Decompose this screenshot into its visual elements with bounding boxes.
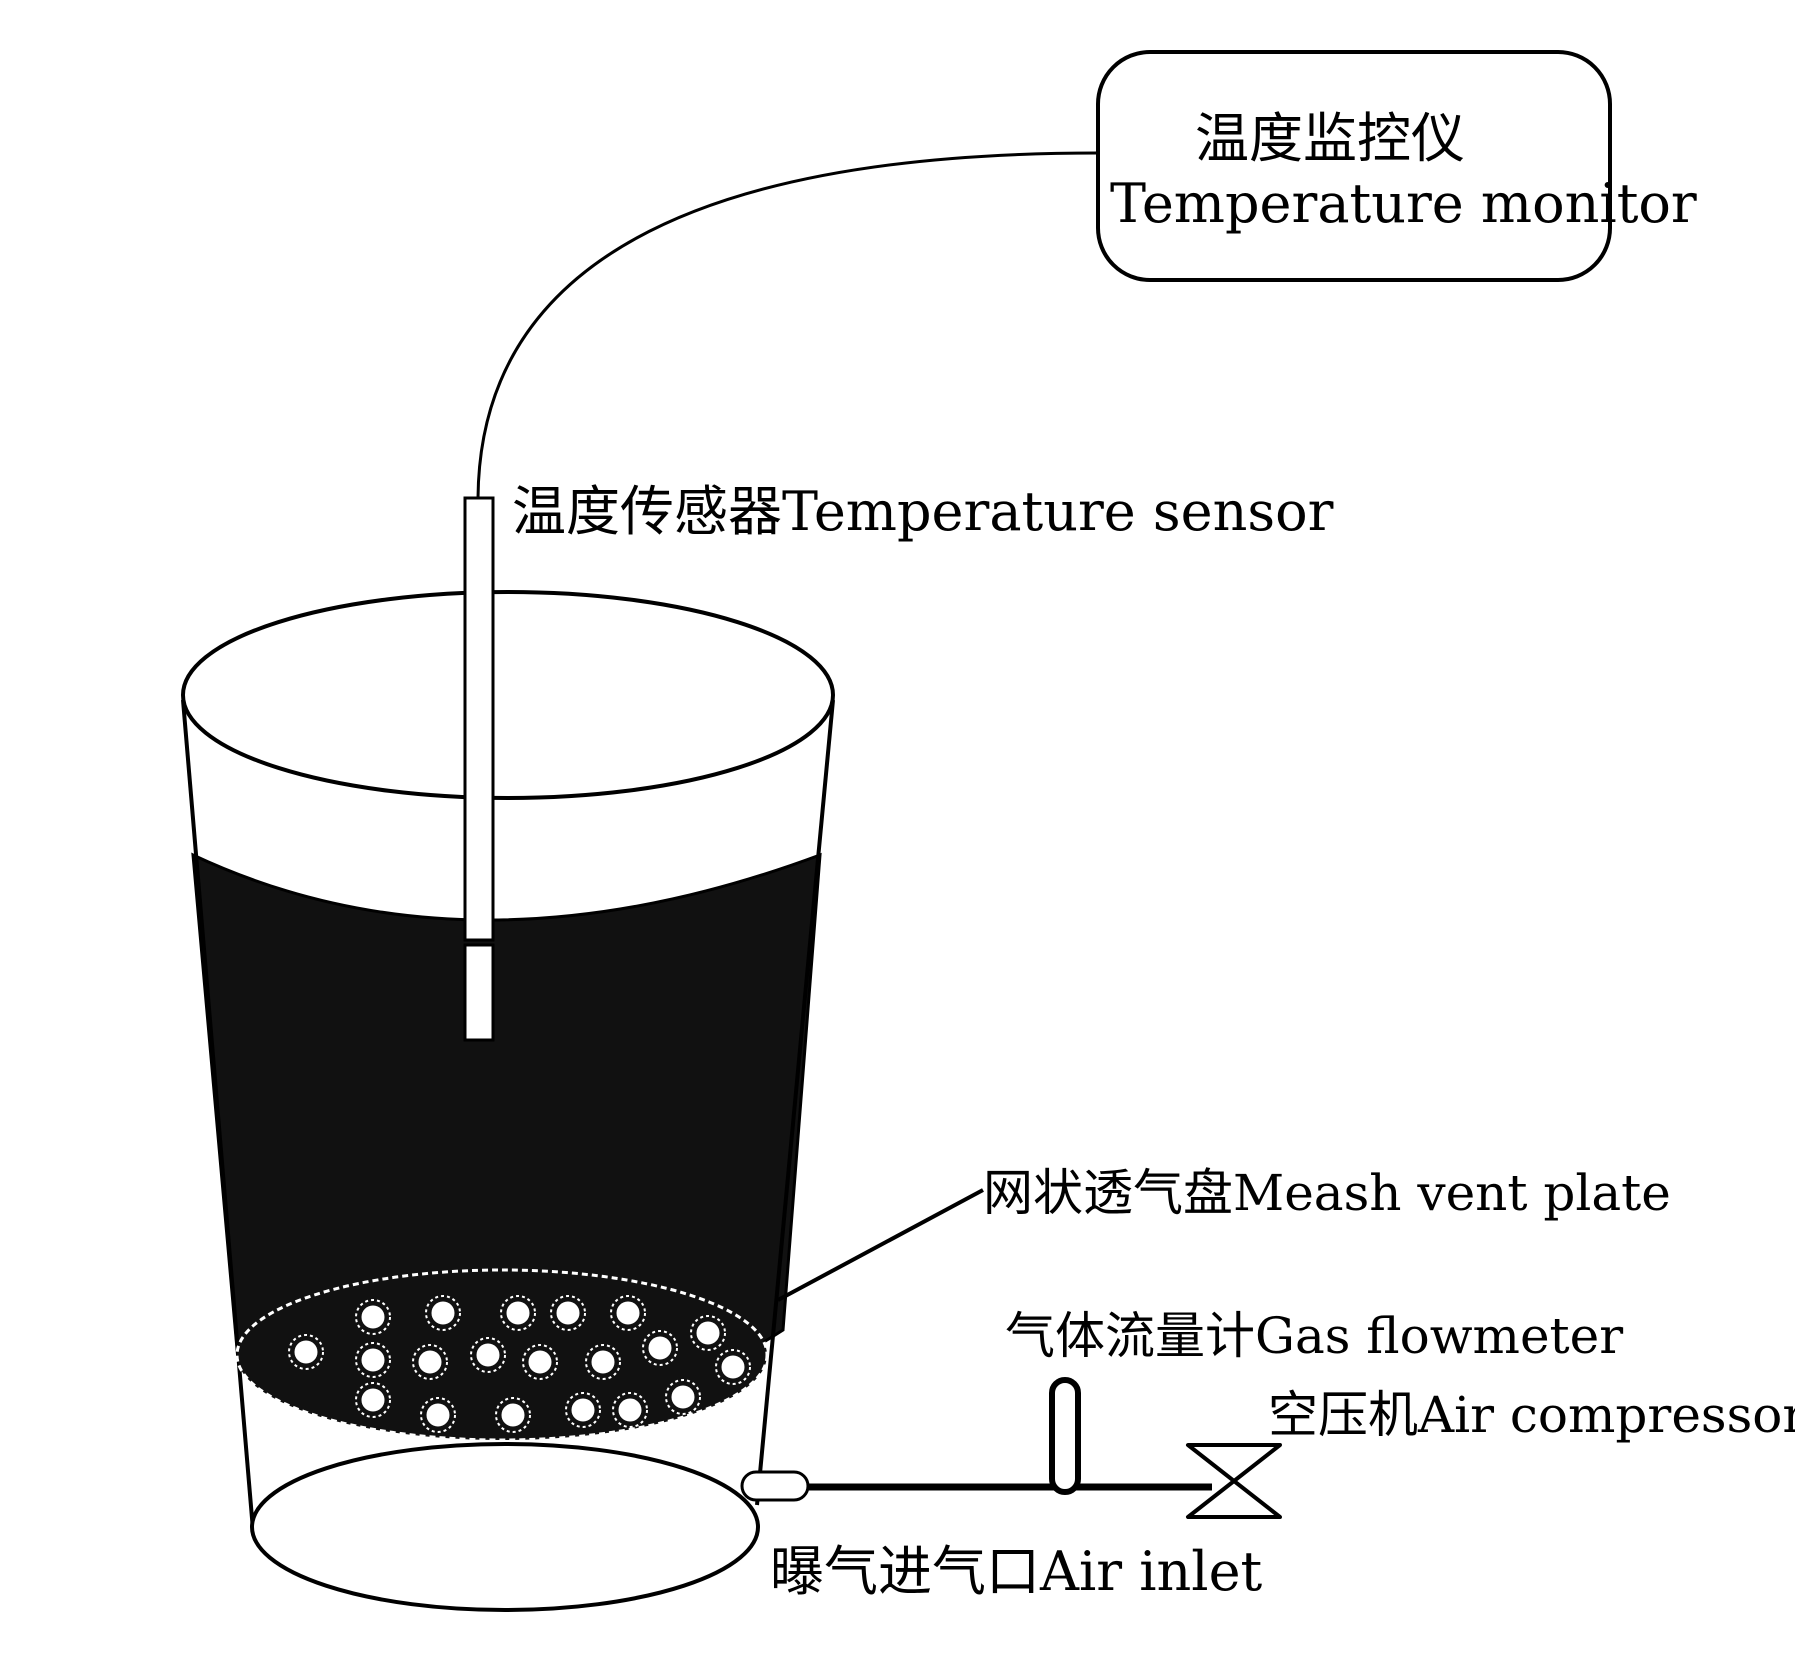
vent-hole [358,1302,388,1332]
flowmeter-label: 气体流量计Gas flowmeter [1005,1307,1623,1365]
sensor-cable [476,151,1099,499]
vent-hole [498,1400,528,1430]
vent-hole-ring [642,1330,678,1366]
vent-hole [503,1298,533,1328]
vent-hole-ring [470,1337,506,1373]
vent-plate-label: 网状透气盘Meash vent plate [983,1164,1671,1222]
vent-hole-ring [420,1397,456,1433]
temperature-sensor [463,496,495,1042]
vent-hole-ring [715,1349,751,1385]
vent-hole [645,1333,675,1363]
compressor-label: 空压机Air compressor [1268,1386,1795,1444]
vent-hole [473,1340,503,1370]
sensor-probe-lower [463,943,495,1042]
vent-hole-ring [565,1392,601,1428]
vent-hole [615,1395,645,1425]
vessel-left-wall [181,699,255,1531]
vessel-bottom [250,1442,760,1612]
vent-hole-ring [355,1342,391,1378]
vent-hole [668,1382,698,1412]
vent-hole-ring [412,1344,448,1380]
vent-hole-ring [355,1382,391,1418]
monitor-label-cn: 温度监控仪 [1195,107,1465,170]
temperature-monitor: 温度监控仪 Temperature monitor [1096,50,1697,282]
vent-hole-ring [500,1295,536,1331]
reactor-vessel [181,590,835,1612]
vent-hole-ring [355,1299,391,1335]
vent-hole-ring [495,1397,531,1433]
monitor-box [1096,50,1612,282]
vent-plate-leader [777,1188,984,1302]
air-compressor-symbol [1186,1443,1282,1519]
vent-hole-ring [610,1295,646,1331]
vent-hole-ring [665,1379,701,1415]
vent-hole-ring [425,1295,461,1331]
monitor-label-en: Temperature monitor [1110,172,1697,235]
gas-flowmeter [1049,1377,1081,1495]
vent-holes [288,1295,751,1433]
air-inlet-nozzle [740,1470,810,1502]
vent-hole-ring [585,1344,621,1380]
vent-hole-ring [690,1315,726,1351]
vent-hole [525,1347,555,1377]
vent-hole-ring [612,1392,648,1428]
vent-hole-ring [522,1344,558,1380]
vent-hole [358,1385,388,1415]
vessel-right-wall [755,699,835,1506]
aeration-line [740,1377,1282,1519]
vent-hole [613,1298,643,1328]
vent-hole [693,1318,723,1348]
vent-hole [358,1345,388,1375]
vent-hole [428,1298,458,1328]
vent-hole [291,1337,321,1367]
vent-hole [415,1347,445,1377]
vent-hole-ring [288,1334,324,1370]
mesh-vent-plate [235,1268,769,1442]
vent-hole [568,1395,598,1425]
vent-hole-ring [550,1295,586,1331]
air-inlet-label: 曝气进气口Air inlet [770,1540,1263,1603]
vent-hole [553,1298,583,1328]
vent-hole [588,1347,618,1377]
vent-hole [423,1400,453,1430]
vent-hole [718,1352,748,1382]
sensor-probe-upper [463,496,495,942]
sensor-label: 温度传感器Temperature sensor [512,480,1334,543]
vessel-top-rim [181,590,835,800]
